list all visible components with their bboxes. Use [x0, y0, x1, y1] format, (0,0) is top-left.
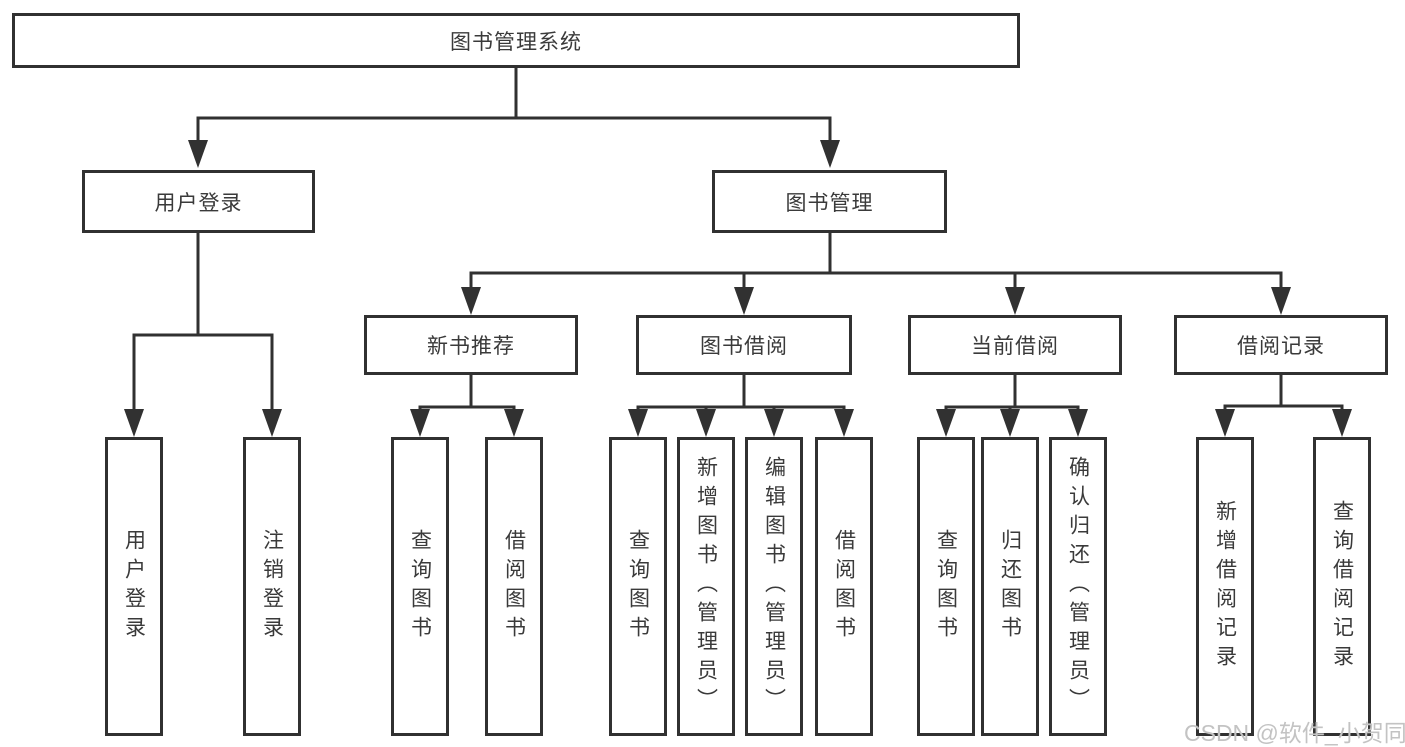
leaf-add-books-admin: 新增图书（管理员）	[677, 437, 735, 736]
leaf-label: 查询图书	[934, 528, 958, 645]
leaf-label: 查询图书	[408, 528, 432, 645]
leaf-borrow-books: 借阅图书	[815, 437, 873, 736]
leaf-label: 确认归还（管理员）	[1066, 456, 1090, 717]
leaf-query-books-borrow: 查询图书	[609, 437, 667, 736]
node-new-book-recommend: 新书推荐	[364, 315, 578, 375]
node-current-borrowing: 当前借阅	[908, 315, 1122, 375]
leaf-query-borrow-record: 查询借阅记录	[1313, 437, 1371, 736]
node-user-login: 用户登录	[82, 170, 315, 233]
leaf-label: 用户登录	[122, 528, 146, 645]
node-label: 新书推荐	[427, 335, 515, 358]
node-label: 借阅记录	[1237, 335, 1325, 358]
leaf-label: 查询借阅记录	[1330, 499, 1354, 674]
leaf-label: 查询图书	[626, 528, 650, 645]
node-borrowing-records: 借阅记录	[1174, 315, 1388, 375]
leaf-query-books-recommend: 查询图书	[391, 437, 449, 736]
leaf-label: 新增借阅记录	[1213, 499, 1237, 674]
leaf-label: 编辑图书（管理员）	[762, 456, 786, 717]
node-label: 用户登录	[154, 191, 243, 215]
leaf-return-books: 归还图书	[981, 437, 1039, 736]
leaf-borrow-books-recommend: 借阅图书	[485, 437, 543, 736]
leaf-edit-books-admin: 编辑图书（管理员）	[745, 437, 803, 736]
node-library-system-root: 图书管理系统	[12, 13, 1020, 68]
leaf-label: 注销登录	[260, 528, 284, 645]
node-book-borrowing: 图书借阅	[636, 315, 852, 375]
node-label: 图书管理	[785, 191, 874, 215]
leaf-confirm-return-admin: 确认归还（管理员）	[1049, 437, 1107, 736]
leaf-user-login: 用户登录	[105, 437, 163, 736]
leaf-label: 借阅图书	[502, 528, 526, 645]
leaf-label: 归还图书	[998, 528, 1022, 645]
leaf-add-borrow-record: 新增借阅记录	[1196, 437, 1254, 736]
leaf-label: 借阅图书	[832, 528, 856, 645]
node-label: 图书借阅	[700, 335, 788, 358]
csdn-watermark: CSDN @软件_小贺同学	[1184, 720, 1405, 746]
leaf-query-books-current: 查询图书	[917, 437, 975, 736]
leaf-label: 新增图书（管理员）	[694, 456, 718, 717]
leaf-logout: 注销登录	[243, 437, 301, 736]
node-label: 当前借阅	[971, 335, 1059, 358]
arrowheads	[124, 140, 1352, 437]
node-label: 图书管理系统	[450, 30, 582, 54]
node-book-management: 图书管理	[712, 170, 947, 233]
